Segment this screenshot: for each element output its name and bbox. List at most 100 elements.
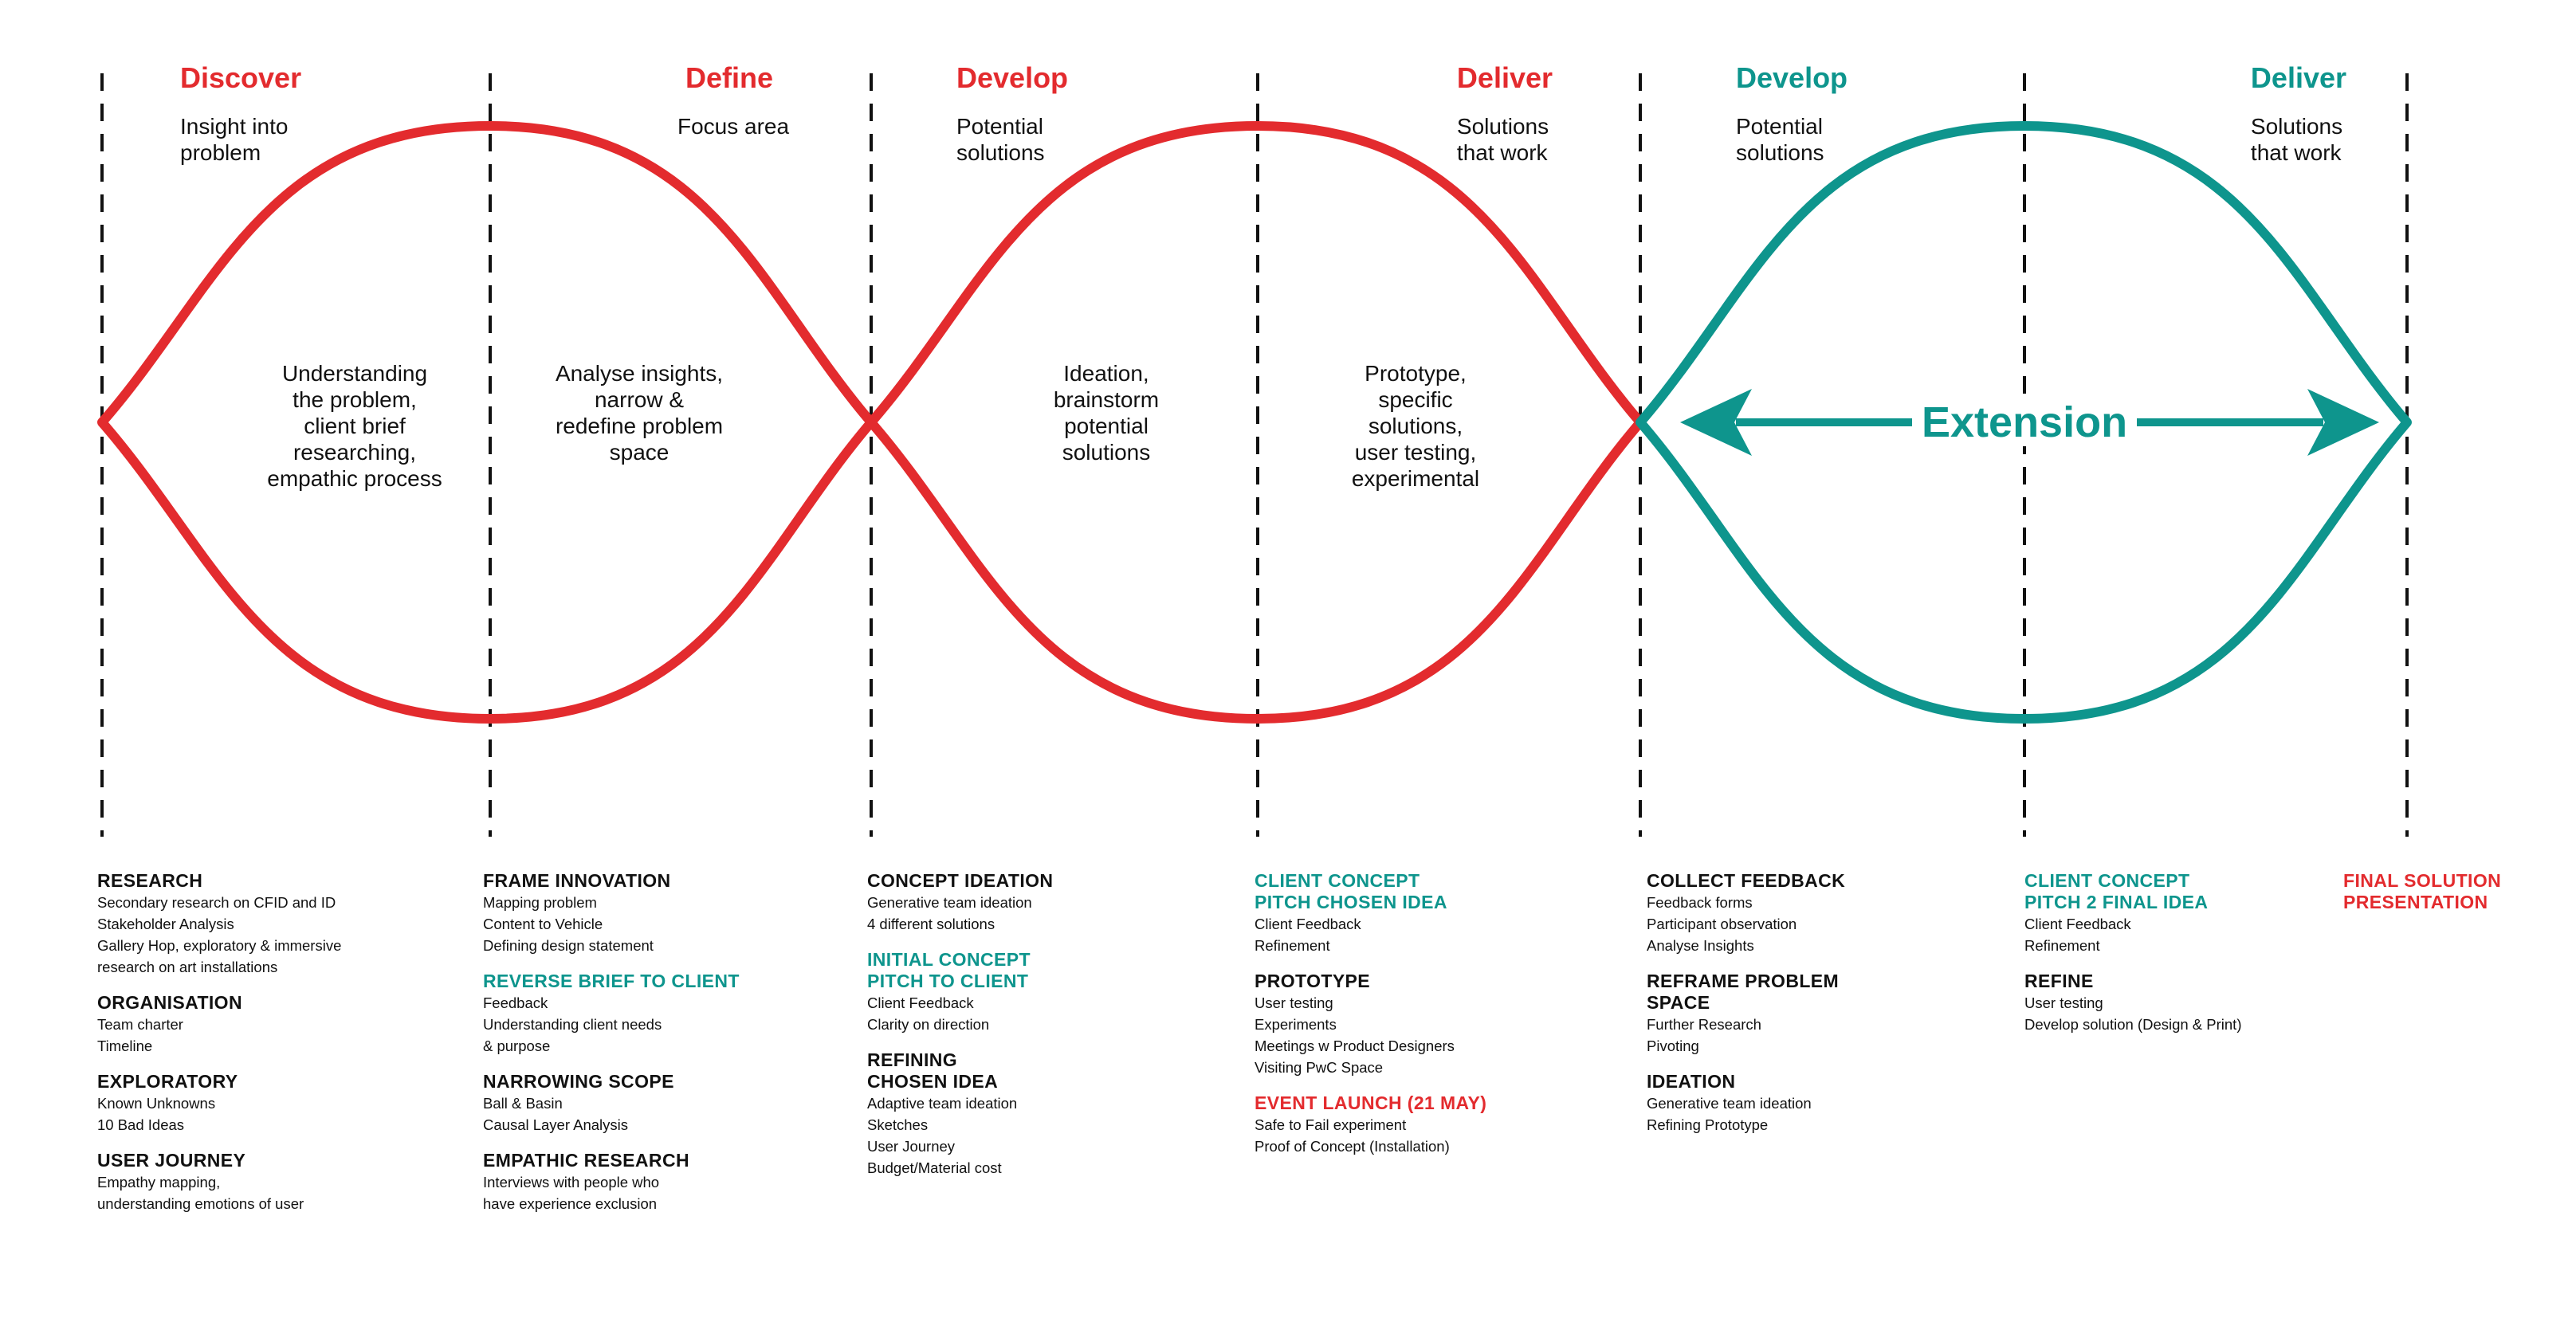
activity-item: Experiments — [1255, 1016, 1337, 1033]
phase-title-deliver-extension: Deliver — [2250, 61, 2346, 94]
activity-section-title: CLIENT CONCEPT PITCH 2 FINAL IDEA — [2024, 870, 2209, 912]
activity-item: Clarity on direction — [867, 1016, 990, 1033]
activity-section-title: REVERSE BRIEF TO CLIENT — [483, 971, 740, 991]
phase-subtitle-develop: Potential solutions — [956, 114, 1045, 165]
center-text-understanding: Understanding the problem, client brief … — [267, 361, 442, 491]
activity-item: Generative team ideation — [867, 894, 1032, 911]
activity-section-title: ORGANISATION — [97, 992, 242, 1013]
phase-title-discover: Discover — [180, 61, 302, 94]
activity-section-title: REFRAME PROBLEM SPACE — [1647, 971, 1840, 1013]
activity-item: Team charter — [97, 1016, 183, 1033]
activity-section: REFINING CHOSEN IDEA Adaptive team ideati… — [867, 1049, 1242, 1179]
activity-section-title: FRAME INNOVATION — [483, 870, 671, 891]
phase-title-deliver: Deliver — [1456, 61, 1553, 94]
activity-section-title: EXPLORATORY — [97, 1071, 238, 1092]
activity-section-title: IDEATION — [1647, 1071, 1736, 1092]
activity-item: Refinement — [1255, 937, 1330, 954]
activity-item: Feedback forms — [1647, 894, 1753, 911]
activity-item: Visiting PwC Space — [1255, 1059, 1384, 1076]
activity-item: Defining design statement — [483, 937, 654, 954]
activity-column-develop: CONCEPT IDEATION Generative team ideation… — [867, 870, 1242, 1193]
activity-item: User testing — [1255, 994, 1333, 1011]
activity-section-title: USER JOURNEY — [97, 1150, 246, 1171]
activity-item: Understanding client needs — [483, 1016, 662, 1033]
activity-item: Participant observation — [1647, 916, 1797, 932]
activity-item: Further Research — [1647, 1016, 1761, 1033]
activity-item: Timeline — [97, 1038, 153, 1054]
activity-section: CLIENT CONCEPT PITCH 2 FINAL IDEA Client … — [2024, 870, 2399, 956]
activity-item: Interviews with people who — [483, 1174, 660, 1191]
extension-label: Extension — [1912, 398, 2138, 446]
activity-item: Feedback — [483, 994, 548, 1011]
activity-item: Adaptive team ideation — [867, 1095, 1018, 1112]
activity-item: Analyse Insights — [1647, 937, 1754, 954]
activity-column-final: FINAL SOLUTION PRESENTATION — [2343, 870, 2576, 928]
diamond-shapes — [97, 121, 2412, 724]
activity-section-title: PROTOTYPE — [1255, 971, 1371, 991]
activity-item: Known Unknowns — [97, 1095, 216, 1112]
activity-item: Safe to Fail experiment — [1255, 1116, 1407, 1133]
activity-item: Refining Prototype — [1647, 1116, 1769, 1133]
activity-item: Generative team ideation — [1647, 1095, 1812, 1112]
phase-subtitle-define: Focus area — [677, 114, 790, 139]
activity-item: 4 different solutions — [867, 916, 995, 932]
diamond-extension — [1636, 121, 2412, 724]
phase-subtitle-develop-extension: Potential solutions — [1736, 114, 1824, 165]
activity-item: Secondary research on CFID and ID — [97, 894, 336, 911]
activity-item: Pivoting — [1647, 1038, 1699, 1054]
activity-item: Content to Vehicle — [483, 916, 603, 932]
activity-section: CLIENT CONCEPT PITCH CHOSEN IDEA Client F… — [1255, 870, 1629, 956]
activity-section-title: CLIENT CONCEPT PITCH CHOSEN IDEA — [1255, 870, 1447, 912]
activity-section-title: EVENT LAUNCH (21 MAY) — [1255, 1092, 1487, 1113]
phase-subtitle-deliver: Solutions that work — [1456, 114, 1549, 165]
activity-item: have experience exclusion — [483, 1195, 658, 1212]
activity-item: & purpose — [483, 1038, 551, 1054]
activity-section-title: REFINING CHOSEN IDEA — [867, 1049, 999, 1092]
phase-subtitle-discover: Insight into problem — [180, 114, 289, 165]
activity-section-title: REFINE — [2024, 971, 2094, 991]
phase-subtitle-deliver-extension: Solutions that work — [2250, 114, 2343, 165]
activity-section: CONCEPT IDEATION Generative team ideation… — [867, 870, 1242, 935]
activity-item: Ball & Basin — [483, 1095, 563, 1112]
activity-item: Sketches — [867, 1116, 929, 1133]
activity-section-title: NARROWING SCOPE — [483, 1071, 674, 1092]
center-text-ideation: Ideation, brainstorm potential solutions — [1053, 361, 1160, 465]
activity-item: Causal Layer Analysis — [483, 1116, 629, 1133]
activity-item: Budget/Material cost — [867, 1159, 1002, 1176]
activity-section-title: COLLECT FEEDBACK — [1647, 870, 1846, 891]
activity-item: Empathy mapping, — [97, 1174, 221, 1191]
activity-item: research on art installations — [97, 959, 278, 975]
activity-item: Develop solution (Design & Print) — [2024, 1016, 2242, 1033]
activity-section-title: FINAL SOLUTION PRESENTATION — [2343, 870, 2502, 912]
center-text-analyse: Analyse insights, narrow & redefine prob… — [555, 361, 724, 465]
activity-item: Stakeholder Analysis — [97, 916, 234, 932]
phase-divider-lines — [100, 73, 2409, 837]
activity-section: EVENT LAUNCH (21 MAY) Safe to Fail experi… — [1255, 1092, 1629, 1157]
activity-item: Client Feedback — [867, 994, 974, 1011]
activity-section: USER JOURNEY Empathy mapping, understandin… — [97, 1150, 472, 1214]
arrowhead-right-icon — [2307, 389, 2379, 456]
phase-title-develop: Develop — [956, 61, 1069, 94]
activity-section-title: CONCEPT IDEATION — [867, 870, 1054, 891]
activity-section: FINAL SOLUTION PRESENTATION — [2343, 870, 2576, 913]
activity-item: Client Feedback — [2024, 916, 2131, 932]
activity-item: Meetings w Product Designers — [1255, 1038, 1455, 1054]
activity-item: Client Feedback — [1255, 916, 1361, 932]
activity-item: understanding emotions of user — [97, 1195, 304, 1212]
arrowhead-left-icon — [1680, 389, 1752, 456]
